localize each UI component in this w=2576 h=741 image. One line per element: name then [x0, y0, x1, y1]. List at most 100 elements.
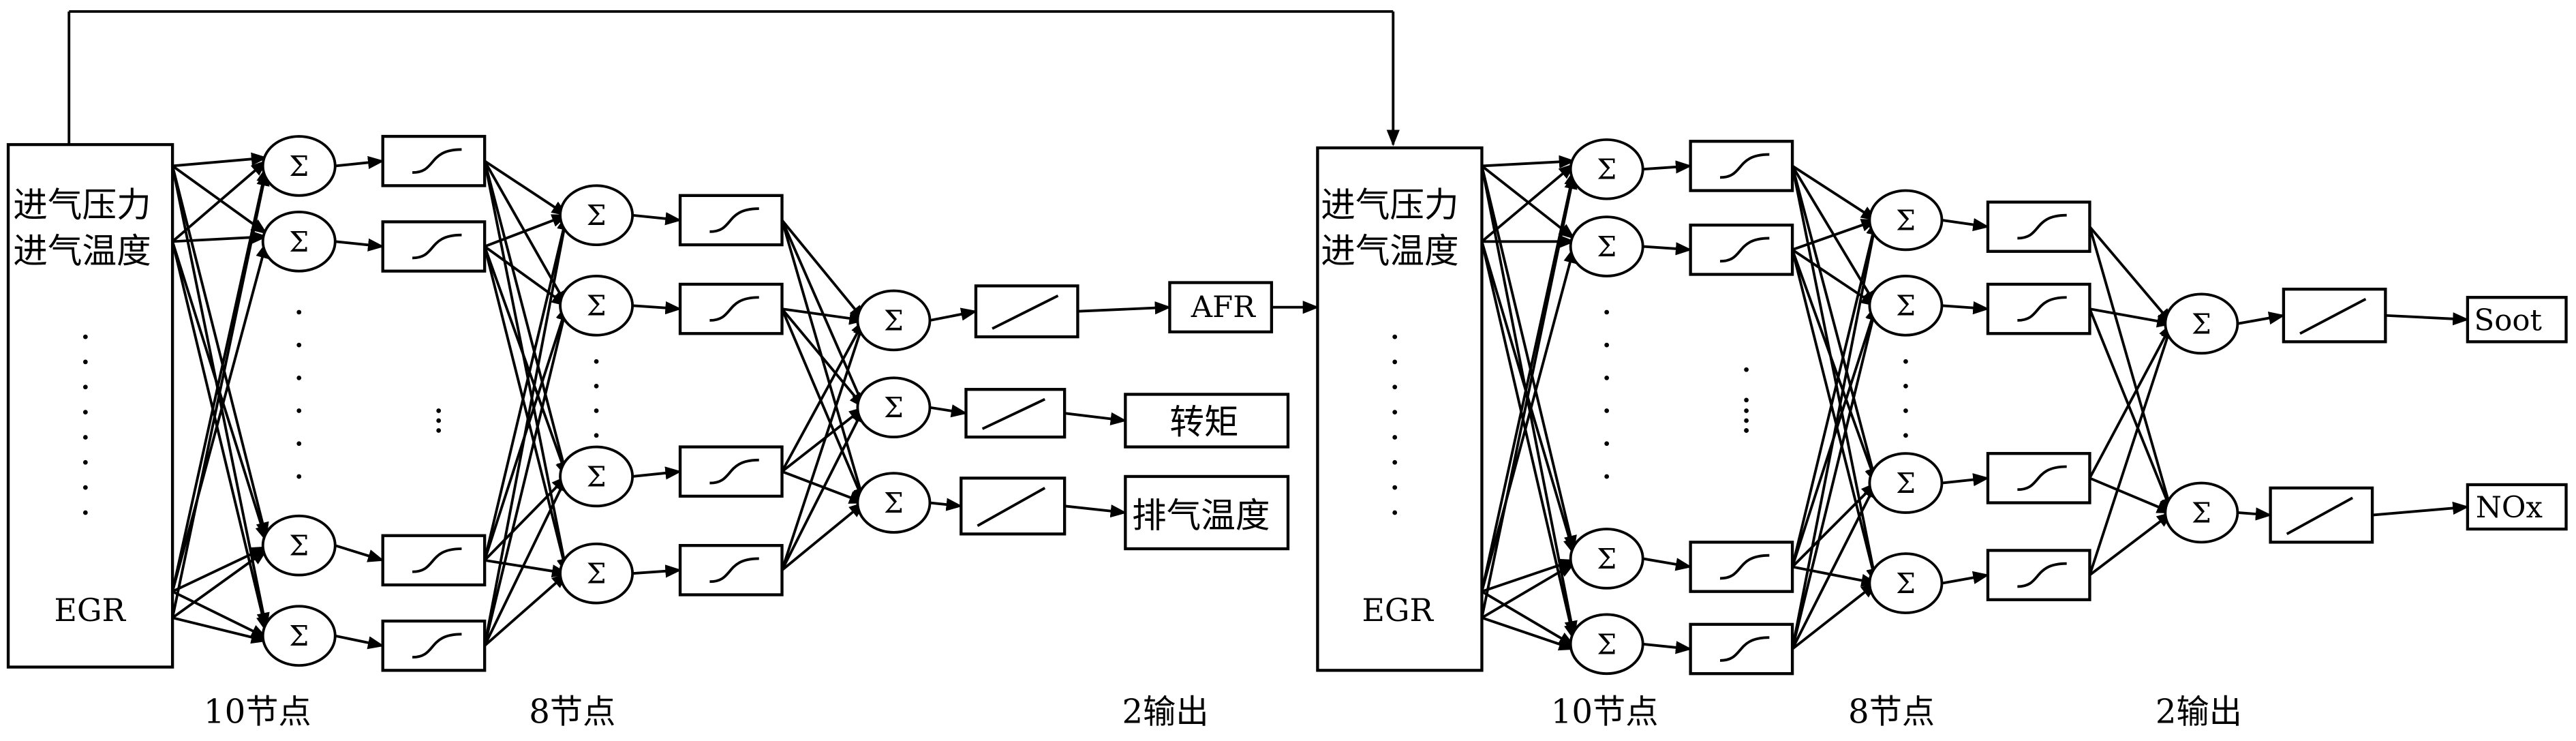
- net1-h2-to-sigmoid-edge: [632, 466, 682, 480]
- net2-output-label: 2输出: [2156, 693, 2242, 731]
- net1-h2-to-output-edge: [780, 406, 865, 571]
- ellipsis-dot: [82, 410, 88, 414]
- ellipsis-dot: [1744, 397, 1749, 403]
- sigmoid-curve-icon: [1719, 554, 1770, 580]
- sigmoid-curve-icon: [2017, 562, 2067, 588]
- net2-h1-neuron: [1569, 138, 1644, 200]
- net2-linear-to-output-edge: [2372, 501, 2470, 517]
- net2-h1-to-h2-edge: [1791, 481, 1877, 568]
- sigma-symbol: Σ: [884, 391, 904, 424]
- net2-h1-to-h2-edge: [1792, 219, 1878, 252]
- sigma-symbol: Σ: [1896, 467, 1916, 500]
- net2-output-box: [2466, 296, 2568, 344]
- net2-h1-to-sigmoid-edge: [1642, 641, 1693, 654]
- net1-output-neuron: [856, 376, 932, 439]
- net2-h2-to-output-edge: [2089, 477, 2174, 514]
- sigma-symbol: Σ: [1597, 230, 1616, 263]
- sigma-symbol: Σ: [1597, 543, 1616, 575]
- sigmoid-curve-icon: [2017, 213, 2067, 240]
- net1-output-neuron: [856, 289, 932, 352]
- net2-h1-to-sigmoid-edge: [1642, 557, 1693, 571]
- net2-h2-neuron: [1868, 189, 1944, 252]
- net2-output-neuron: [2164, 481, 2239, 544]
- net1-h2-to-sigmoid-edge: [632, 212, 682, 226]
- ellipsis-dot: [1392, 384, 1398, 390]
- net1-output-exhaust-temperature: 排气温度: [1132, 496, 1270, 536]
- net1-h1-to-h2-edge: [483, 474, 568, 647]
- net2-h2-neuron: [1868, 552, 1944, 614]
- sigmoid-curve-icon: [412, 148, 462, 174]
- ellipsis-dot: [594, 359, 599, 364]
- net1-linear-to-output-edge: [1064, 504, 1127, 518]
- sigma-symbol: Σ: [1896, 204, 1916, 237]
- net2-output-neuron: [2164, 292, 2239, 355]
- net1-h2-to-sigmoid-edge: [632, 564, 682, 578]
- net2-h2-to-sigmoid-edge: [1942, 301, 1990, 315]
- net2-h2-to-sigmoid-edge: [1942, 473, 1990, 487]
- net2-output-soot: Soot: [2474, 303, 2543, 337]
- ellipsis-dot: [82, 435, 88, 440]
- ellipsis-dot: [1903, 359, 1908, 364]
- net2-h1-sigmoid-box: [1689, 541, 1794, 593]
- sigmoid-curve-icon: [2017, 296, 2067, 322]
- net1-h2-to-sigmoid-edge: [632, 301, 682, 315]
- ellipsis-dot: [594, 433, 599, 438]
- net2-output-to-linear-edge: [2237, 312, 2286, 325]
- net1-h1-to-sigmoid-edge: [335, 544, 384, 562]
- net1-h1-to-h2-edge: [484, 160, 568, 217]
- net2-hidden1-label: 10节点: [1551, 693, 1659, 731]
- ellipsis-dot: [1604, 408, 1610, 413]
- net1-input-to-h1-edge: [172, 152, 268, 168]
- net2-h2-to-output-edge: [2089, 307, 2174, 328]
- ellipsis-dot: [1604, 474, 1610, 479]
- ellipsis-dot: [296, 375, 302, 380]
- net2-input-to-h1-edge: [1481, 590, 1576, 647]
- sigma-symbol: Σ: [1896, 567, 1916, 600]
- ellipsis-dot: [1392, 485, 1398, 490]
- net1-linear-box: [964, 388, 1067, 439]
- net2-output-to-linear-edge: [2237, 507, 2273, 521]
- net2-input-label-intake-temperature: 进气温度: [1321, 231, 1458, 271]
- sigmoid-curve-icon: [1719, 237, 1770, 263]
- net1-h2-neuron: [559, 184, 634, 247]
- ellipsis-dot: [82, 459, 88, 465]
- net1-h2-to-output-edge: [782, 307, 866, 325]
- ellipsis-dot: [82, 359, 88, 365]
- ellipsis-dot: [1903, 408, 1908, 413]
- ellipsis-dot: [1903, 433, 1908, 438]
- net1-h1-to-sigmoid-edge: [335, 155, 385, 170]
- net2-h2-to-sigmoid-edge: [1942, 571, 1990, 585]
- ellipsis-dot: [1392, 334, 1398, 339]
- ellipsis-dot: [1744, 408, 1749, 413]
- net1-input-to-h1-edge: [171, 166, 270, 630]
- sigmoid-curve-icon: [412, 633, 462, 659]
- sigma-symbol: Σ: [1597, 153, 1616, 186]
- sigmoid-curve-icon: [1719, 153, 1770, 179]
- ellipsis-dot: [1903, 384, 1908, 389]
- net1-h2-to-output-edge: [781, 219, 865, 322]
- ellipsis-dot: [1744, 367, 1749, 372]
- net1-output-to-linear-edge: [930, 404, 968, 418]
- connection-edges: [67, 10, 2470, 654]
- sigma-symbol: Σ: [587, 460, 607, 493]
- net1-h2-neuron: [559, 445, 634, 508]
- ellipsis-dot: [436, 408, 442, 413]
- net2-linear-to-output-edge: [2385, 312, 2470, 326]
- net1-h1-to-h2-edge: [483, 213, 571, 646]
- net2-input-to-h1-edge: [1480, 246, 1577, 592]
- ellipsis-dot: [1392, 459, 1398, 465]
- net2-h1-to-h2-edge: [1791, 165, 1879, 485]
- net1-h1-neuron: [261, 210, 337, 273]
- net2-h1-to-h2-edge: [1792, 164, 1878, 222]
- net2-h2-to-output-edge: [2088, 308, 2173, 515]
- net1-output-to-linear-edge: [930, 307, 978, 322]
- net1-output-torque: 转矩: [1169, 402, 1238, 442]
- sigma-symbol: Σ: [289, 530, 309, 562]
- net1-h1-to-h2-edge: [483, 475, 568, 562]
- net1-input-to-h1-edge: [171, 165, 269, 539]
- net2-h1-to-sigmoid-edge: [1642, 242, 1693, 256]
- net2-h1-sigmoid-box: [1689, 140, 1794, 192]
- net1-input-label-intake-pressure: 进气压力: [13, 185, 151, 225]
- net2-h1-to-h2-edge: [1791, 582, 1877, 650]
- sigma-symbol: Σ: [289, 620, 309, 652]
